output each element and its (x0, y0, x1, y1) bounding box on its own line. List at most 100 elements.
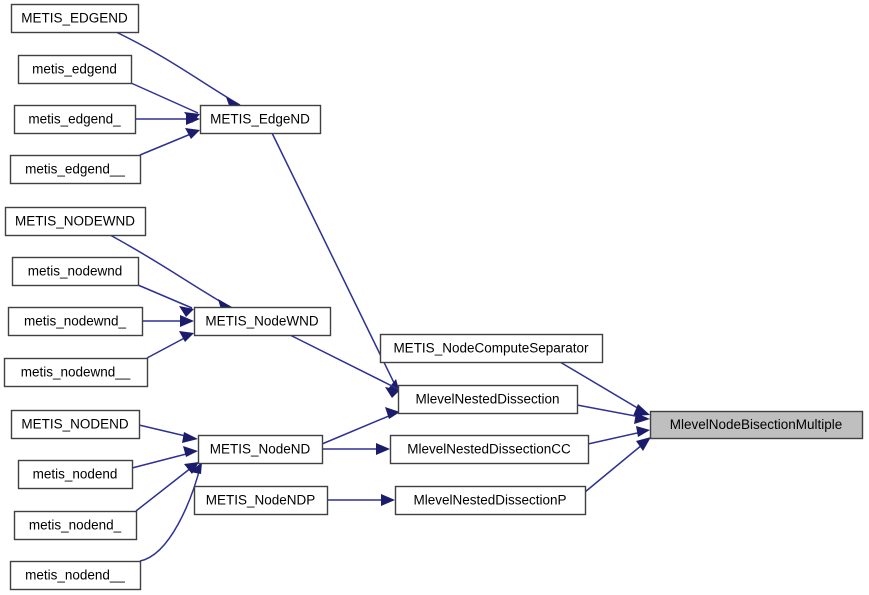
node-box[interactable] (17, 54, 133, 85)
node-box[interactable] (7, 306, 144, 337)
node-box[interactable] (197, 434, 324, 465)
graph-edge (139, 462, 202, 562)
node-label: metis_edgend__ (25, 162, 125, 177)
graph-edge (142, 315, 194, 327)
graph-node-MlevelNodeBisectionMultiple[interactable]: MlevelNodeBisectionMultiple (649, 410, 864, 440)
arrowhead-icon (381, 494, 395, 506)
node-box[interactable] (10, 3, 140, 34)
edge-line (584, 439, 649, 493)
arrowhead-icon (226, 97, 240, 111)
node-box[interactable] (397, 384, 579, 415)
node-box[interactable] (9, 560, 142, 591)
graph-node-metis_nodend_caps[interactable]: METIS_NODEND (10, 409, 141, 440)
graph-node-metis_edgend[interactable]: metis_edgend (17, 54, 133, 85)
node-box[interactable] (17, 459, 134, 490)
node-box[interactable] (389, 434, 590, 465)
node-box[interactable] (199, 104, 322, 135)
graph-node-METIS_EdgeND[interactable]: METIS_EdgeND (199, 104, 322, 135)
node-label: metis_nodend_ (29, 518, 122, 533)
node-box[interactable] (649, 410, 864, 440)
edge-layer (109, 31, 651, 562)
node-label: metis_nodewnd_ (24, 314, 127, 329)
graph-edge (327, 494, 395, 506)
graph-node-metis_nodend_u[interactable]: metis_nodend_ (13, 510, 138, 541)
graph-node-MlevelNestedDissectionCC[interactable]: MlevelNestedDissectionCC (389, 434, 590, 465)
node-label: METIS_NodeWND (205, 314, 319, 329)
edge-line (131, 451, 195, 469)
arrowhead-icon (385, 407, 400, 419)
graph-node-metis_edgend_uu[interactable]: metis_edgend__ (9, 154, 142, 185)
arrowhead-icon (182, 432, 198, 443)
graph-node-metis_nodewnd[interactable]: metis_nodewnd (11, 256, 140, 287)
arrowhead-icon (183, 446, 198, 457)
graph-edge (587, 426, 650, 445)
graph-node-MlevelNestedDissectionP[interactable]: MlevelNestedDissectionP (394, 485, 587, 516)
arrowhead-icon (190, 462, 202, 474)
arrowhead-icon (179, 306, 194, 317)
node-label: metis_nodend__ (25, 568, 125, 583)
graph-node-metis_nodend_uu[interactable]: metis_nodend__ (9, 560, 142, 591)
node-label: METIS_NodeComputeSeparator (393, 341, 589, 356)
node-label: MlevelNestedDissectionP (413, 493, 566, 508)
graph-node-MlevelNestedDissection[interactable]: MlevelNestedDissection (397, 384, 579, 415)
graph-node-METIS_NodeND[interactable]: METIS_NodeND (197, 434, 324, 465)
graph-node-NodeComputeSeparator[interactable]: METIS_NodeComputeSeparator (379, 333, 604, 364)
graph-edge (137, 284, 194, 317)
edge-line (289, 334, 399, 390)
arrowhead-icon (179, 331, 194, 342)
graph-node-metis_nodewnd_uu[interactable]: metis_nodewnd__ (3, 357, 149, 388)
node-label: MlevelNestedDissection (415, 392, 559, 407)
graph-edge (135, 462, 199, 512)
graph-node-metis_nodewnd_caps[interactable]: METIS_NODEWND (4, 206, 147, 237)
edge-line (559, 361, 647, 414)
graph-edge (559, 361, 650, 416)
edge-line (137, 284, 193, 309)
graph-edge (135, 113, 200, 125)
node-label: MlevelNodeBisectionMultiple (670, 417, 843, 432)
node-box[interactable] (379, 333, 604, 364)
node-label: METIS_NodeND (210, 442, 311, 457)
node-box[interactable] (193, 485, 329, 516)
node-box[interactable] (10, 409, 141, 440)
node-box[interactable] (13, 104, 137, 135)
arrowhead-icon (376, 443, 390, 455)
graph-node-metis_nodewnd_u[interactable]: metis_nodewnd_ (7, 306, 144, 337)
graph-edge (584, 437, 651, 493)
node-box[interactable] (13, 510, 138, 541)
node-label: metis_edgend (32, 62, 117, 77)
node-label: METIS_EdgeND (210, 112, 310, 127)
node-label: METIS_NODEWND (15, 214, 135, 229)
graph-node-METIS_NodeNDP[interactable]: METIS_NodeNDP (193, 485, 329, 516)
arrowhead-icon (180, 315, 194, 327)
node-box[interactable] (3, 357, 149, 388)
node-layer: METIS_EDGEND metis_edgend metis_edgend_met… (3, 3, 864, 591)
arrowhead-icon (633, 404, 650, 416)
graph-edge (289, 334, 400, 398)
arrowhead-icon (186, 113, 200, 125)
node-label: METIS_EDGEND (21, 11, 128, 26)
node-box[interactable] (394, 485, 587, 516)
edge-line (271, 132, 399, 392)
node-box[interactable] (193, 306, 332, 337)
graph-edge (138, 424, 198, 443)
node-box[interactable] (4, 206, 147, 237)
edge-line (576, 404, 647, 419)
node-label: METIS_NODEND (21, 417, 129, 432)
graph-edge (115, 31, 241, 111)
node-box[interactable] (11, 256, 140, 287)
node-label: METIS_NodeNDP (206, 493, 316, 508)
graph-node-metis_edgend_caps[interactable]: METIS_EDGEND (10, 3, 140, 34)
node-box[interactable] (9, 154, 142, 185)
arrowhead-icon (185, 128, 200, 139)
arrowhead-icon (636, 426, 650, 437)
edge-line (135, 463, 197, 512)
node-label: metis_nodewnd__ (21, 365, 131, 380)
edge-line (130, 82, 199, 114)
graph-edge (139, 128, 200, 156)
graph-edge (322, 443, 390, 455)
graph-node-metis_edgend_u[interactable]: metis_edgend_ (13, 104, 137, 135)
edge-line (115, 31, 241, 106)
node-label: metis_nodewnd (28, 264, 123, 279)
graph-node-metis_nodend[interactable]: metis_nodend (17, 459, 134, 490)
graph-node-METIS_NodeWND[interactable]: METIS_NodeWND (193, 306, 332, 337)
